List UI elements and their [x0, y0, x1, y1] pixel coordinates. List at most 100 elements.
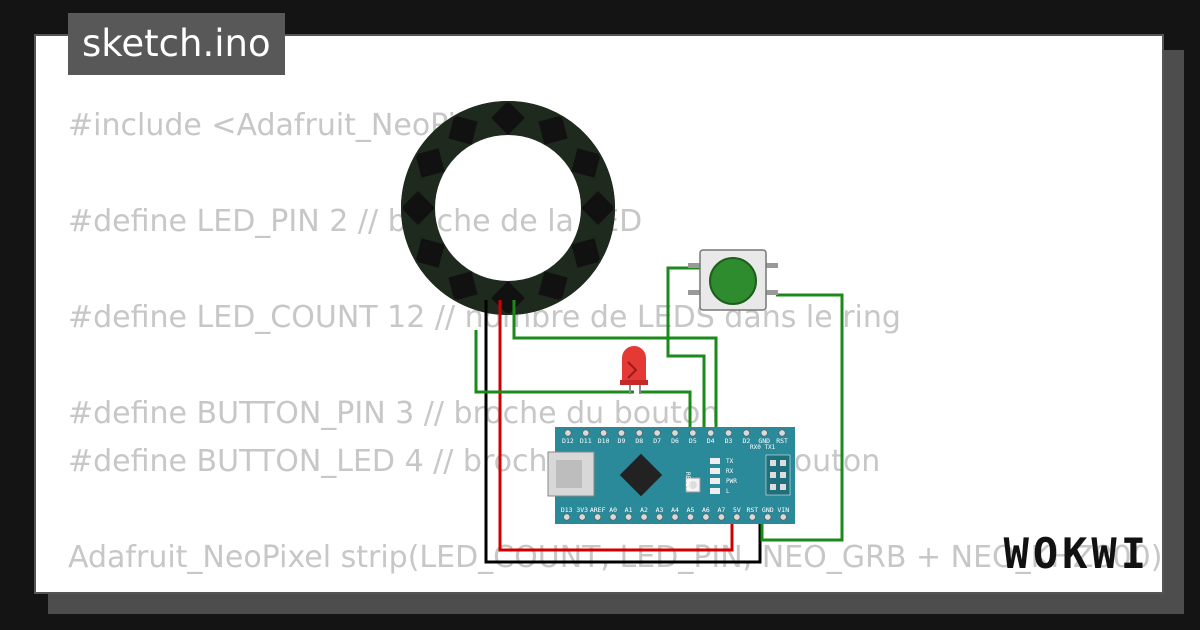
pin-header[interactable]	[635, 429, 643, 437]
pin-header[interactable]	[717, 513, 725, 521]
wire-ring-vcc	[498, 300, 734, 552]
ring-led	[448, 271, 478, 301]
pin-label: D12	[562, 437, 574, 445]
ring-led	[415, 148, 445, 178]
pin-header[interactable]	[582, 429, 590, 437]
code-line: Adafruit_NeoPixel strip(LED_COUNT, LED_P…	[68, 540, 1164, 575]
wires	[474, 266, 844, 564]
pin-label: D5	[689, 437, 697, 445]
wire-ring-gnd-led	[474, 330, 634, 394]
pin-label: AREF	[590, 506, 606, 514]
pin-header[interactable]	[689, 429, 697, 437]
pin-label: A1	[625, 506, 633, 514]
pin-label: D9	[618, 437, 626, 445]
pin-label: A5	[687, 506, 695, 514]
pin-header[interactable]	[779, 513, 787, 521]
status-led	[710, 468, 720, 474]
pin-header[interactable]	[702, 513, 710, 521]
icsp-pin	[770, 472, 776, 478]
icsp-pin	[780, 460, 786, 466]
pin-header[interactable]	[594, 513, 602, 521]
pin-header[interactable]	[564, 429, 572, 437]
pin-header[interactable]	[764, 513, 772, 521]
wire-ring-gnd	[484, 300, 762, 564]
pin-header[interactable]	[617, 429, 625, 437]
pin-label: 5V	[733, 506, 741, 514]
push-button[interactable]	[688, 249, 778, 311]
pin-header[interactable]	[600, 429, 608, 437]
pin-header[interactable]	[742, 429, 750, 437]
pin-label: D10	[598, 437, 610, 445]
pin-label: D13	[561, 506, 573, 514]
neopixel-ring[interactable]	[401, 101, 615, 315]
ring-led	[581, 191, 615, 225]
pin-label: A7	[717, 506, 725, 514]
wire-ring-data	[512, 300, 718, 430]
pin-label: A4	[671, 506, 679, 514]
pin-header[interactable]	[640, 513, 648, 521]
status-led	[710, 478, 720, 484]
ring-led	[571, 238, 601, 268]
ring-led	[415, 238, 445, 268]
ring-led	[571, 148, 601, 178]
status-led-label: L	[726, 488, 730, 495]
pin-label: RST	[776, 437, 788, 445]
pin-label: RST	[746, 506, 758, 514]
icsp-pin	[770, 484, 776, 490]
pin-label: A6	[702, 506, 710, 514]
pin-label: GND	[758, 437, 770, 445]
pin-label: D4	[707, 437, 715, 445]
pin-label: D7	[653, 437, 661, 445]
pin-label: VIN	[777, 506, 789, 514]
pin-header[interactable]	[671, 513, 679, 521]
status-led	[710, 458, 720, 464]
pin-label: D11	[580, 437, 592, 445]
pin-header[interactable]	[563, 513, 571, 521]
pin-label: 3V3	[576, 506, 588, 514]
pin-header[interactable]	[578, 513, 586, 521]
ring-led	[538, 115, 568, 145]
pin-header[interactable]	[671, 429, 679, 437]
status-led-label: PWR	[726, 478, 737, 485]
code-line: #define LED_COUNT 12 // nombre de LEDS d…	[68, 300, 901, 335]
pin-header[interactable]	[686, 513, 694, 521]
status-led-label: TX	[726, 458, 734, 465]
wokwi-logo: WOKWI	[1003, 529, 1150, 578]
pin-header[interactable]	[653, 429, 661, 437]
icsp-header	[765, 454, 791, 496]
status-led-label: RX	[726, 468, 734, 475]
pin-header[interactable]	[748, 513, 756, 521]
code-line: #define BUTTON_PIN 3 // broche du bouton	[68, 396, 720, 431]
icsp-pin	[780, 472, 786, 478]
reset-label: RESET	[684, 472, 691, 490]
pin-label: D3	[725, 437, 733, 445]
pin-header[interactable]	[656, 513, 664, 521]
pin-label: D6	[671, 437, 679, 445]
pin-header[interactable]	[609, 513, 617, 521]
pin-label: A2	[640, 506, 648, 514]
pin-header[interactable]	[760, 429, 768, 437]
pin-header[interactable]	[625, 513, 633, 521]
pin-label: A3	[656, 506, 664, 514]
wire-button-d3	[666, 266, 706, 430]
pin-header[interactable]	[707, 429, 715, 437]
red-led[interactable]	[620, 346, 648, 394]
wire-button-gnd	[760, 293, 844, 542]
pin-label: D2	[742, 437, 750, 445]
wire-led-d4	[640, 390, 692, 430]
ring-led	[401, 191, 435, 225]
pin-label: GND	[762, 506, 774, 514]
pin-header[interactable]	[733, 513, 741, 521]
icsp-pin	[770, 460, 776, 466]
file-name-tab: sketch.ino	[68, 13, 285, 75]
ring-led	[538, 271, 568, 301]
serial-label: RX0 TX1	[750, 444, 776, 451]
pin-label: A0	[609, 506, 617, 514]
status-led	[710, 488, 720, 494]
pin-header[interactable]	[725, 429, 733, 437]
pin-header[interactable]	[778, 429, 786, 437]
ring-led	[448, 115, 478, 145]
pin-label: D8	[635, 437, 643, 445]
